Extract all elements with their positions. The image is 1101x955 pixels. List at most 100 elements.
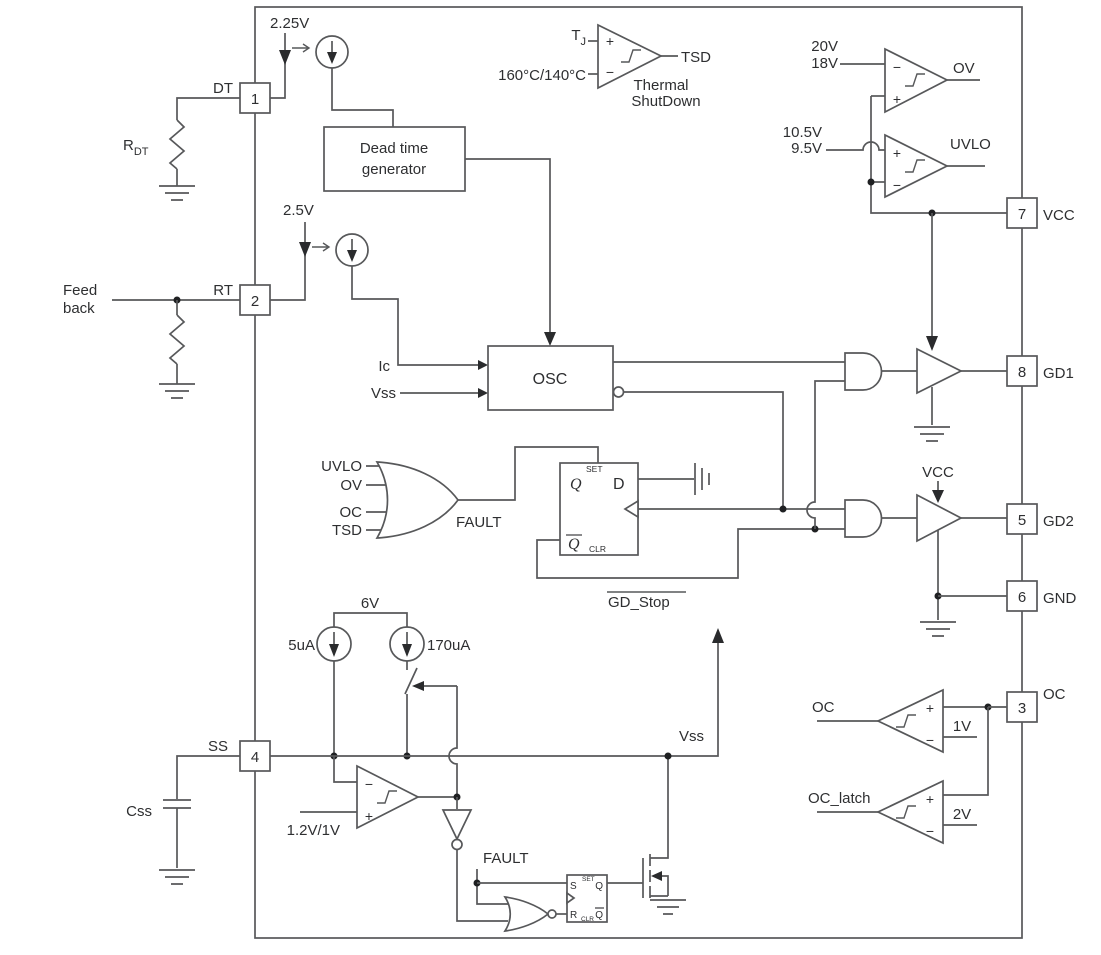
fault-in-tsd: TSD — [332, 522, 362, 539]
hysteresis-icon — [896, 805, 916, 819]
inverter — [441, 809, 473, 841]
feedback-label-2: back — [63, 300, 95, 317]
pin-number: 8 — [1018, 364, 1026, 381]
ov-comparator: − + 20V 18V OV — [811, 38, 980, 114]
ff-clr-label: CLR — [589, 544, 606, 554]
ov-output-label: OV — [953, 60, 975, 77]
osc-block: Ic Vss OSC — [351, 266, 845, 509]
hysteresis-icon — [905, 73, 925, 87]
vcc-net — [867, 96, 1007, 351]
ground-symbol — [650, 899, 686, 915]
pin-2-rt: 2 RT — [213, 282, 271, 316]
pin-number: 1 — [251, 91, 259, 108]
pin-name: SS — [208, 738, 228, 755]
minus-sign: − — [893, 177, 901, 193]
latch-s-label: S — [570, 881, 577, 892]
ground-symbol — [920, 621, 956, 637]
oc-comparator: + − OC 1V — [812, 688, 1007, 796]
gd2-buffer — [916, 493, 963, 543]
hysteresis-icon — [377, 790, 397, 804]
hysteresis-icon — [621, 49, 641, 63]
minus-sign: − — [606, 64, 614, 80]
ground-symbol — [159, 869, 195, 885]
uvlo-threshold-low: 9.5V — [791, 140, 822, 157]
minus-sign: − — [926, 823, 934, 839]
ff-d-label: D — [613, 476, 625, 493]
rdt-resistor — [168, 119, 186, 170]
pin-3-oc: 3 OC — [1006, 686, 1066, 723]
inverter-bubble — [612, 386, 625, 398]
oc-latch-comparator: + − OC_latch 2V — [808, 779, 977, 845]
fault-latch-section: FAULT S SET Q R CLR Q — [473, 752, 686, 933]
feedback-resistor — [168, 314, 186, 365]
latch-r-label: R — [570, 910, 577, 921]
plus-sign: + — [893, 145, 901, 161]
vss-rail-label: Vss — [679, 728, 704, 745]
pin-name: VCC — [1043, 207, 1075, 224]
fault-in-uvlo: UVLO — [321, 458, 362, 475]
ground-symbol — [159, 185, 195, 201]
nor-bubble — [547, 909, 557, 919]
and-gate-gd2 — [844, 499, 883, 538]
d-flipflop: Q SET D Q CLR — [559, 462, 845, 556]
pin-number: 5 — [1018, 512, 1026, 529]
dt-setpoint-label: 2.25V — [270, 15, 309, 32]
plus-sign: + — [365, 808, 373, 824]
inverter-bubble — [451, 838, 463, 851]
latch-set-label: SET — [582, 876, 595, 883]
rt-setpoint-label: 2.5V — [283, 202, 314, 219]
ff-set-label: SET — [586, 464, 603, 474]
ground-symbol — [159, 383, 195, 399]
ss-threshold-label: 1.2V/1V — [287, 822, 340, 839]
soft-start-section: 6V 5uA 170uA Vss Css − + 1.2V/1V — [126, 595, 724, 922]
pin-number: 7 — [1018, 206, 1026, 223]
osc-label: OSC — [533, 371, 568, 388]
tsd-output-label: TSD — [681, 49, 711, 66]
plus-sign: + — [926, 700, 934, 716]
oc-latch-signal-label: OC_latch — [808, 790, 871, 807]
css-capacitor — [163, 799, 191, 809]
fault-bottom-label: FAULT — [483, 850, 529, 867]
oc-threshold-label: 1V — [953, 718, 971, 735]
rail-6v-label: 6V — [361, 595, 379, 612]
pin-number: 2 — [251, 293, 259, 310]
tsd-threshold-label: 160°C/140°C — [498, 67, 586, 84]
pin-name: RT — [213, 282, 233, 299]
gd1-buffer — [916, 347, 963, 395]
i-170ua-label: 170uA — [427, 637, 470, 654]
discharge-mosfet — [642, 756, 686, 915]
ff-qbar-label: Q — [568, 536, 580, 553]
plus-sign: + — [606, 33, 614, 49]
pin-number: 3 — [1018, 700, 1026, 717]
ground-symbol — [914, 426, 950, 442]
deadtime-generator-block: Dead time generator — [323, 126, 556, 346]
uvlo-threshold-high: 10.5V — [783, 124, 822, 141]
clock-input-icon — [566, 891, 576, 905]
pin-name: GND — [1043, 590, 1077, 607]
oc-latch-threshold-label: 2V — [953, 806, 971, 823]
rt-pin-network: Feed back 2.5V — [63, 202, 369, 399]
deadtime-label-2: generator — [362, 161, 426, 178]
uvlo-comparator: + − 10.5V 9.5V UVLO — [783, 124, 991, 199]
fault-label: FAULT — [456, 514, 502, 531]
latch-q-label: Q — [595, 881, 603, 892]
gd2-output-chain: VCC — [844, 464, 1007, 637]
pin-name: GD2 — [1043, 513, 1074, 530]
fault-in-ov: OV — [340, 477, 362, 494]
pin-4-ss: 4 SS — [208, 738, 271, 772]
deadtime-label-1: Dead time — [360, 140, 428, 157]
vss-osc-label: Vss — [371, 385, 396, 402]
rdt-label: RDT — [123, 137, 149, 158]
fault-or-gate: UVLO OV OC TSD FAULT — [321, 446, 599, 539]
thermal-label-2: ShutDown — [631, 93, 700, 110]
pin-7-vcc: 7 VCC — [1006, 197, 1075, 229]
gd-stop-net: GD_Stop — [536, 380, 845, 611]
css-label: Css — [126, 803, 152, 820]
pin-name: GD1 — [1043, 365, 1074, 382]
ic-current-label: Ic — [378, 358, 390, 375]
minus-sign: − — [893, 59, 901, 75]
ov-threshold-low: 18V — [811, 55, 838, 72]
plus-sign: + — [926, 791, 934, 807]
